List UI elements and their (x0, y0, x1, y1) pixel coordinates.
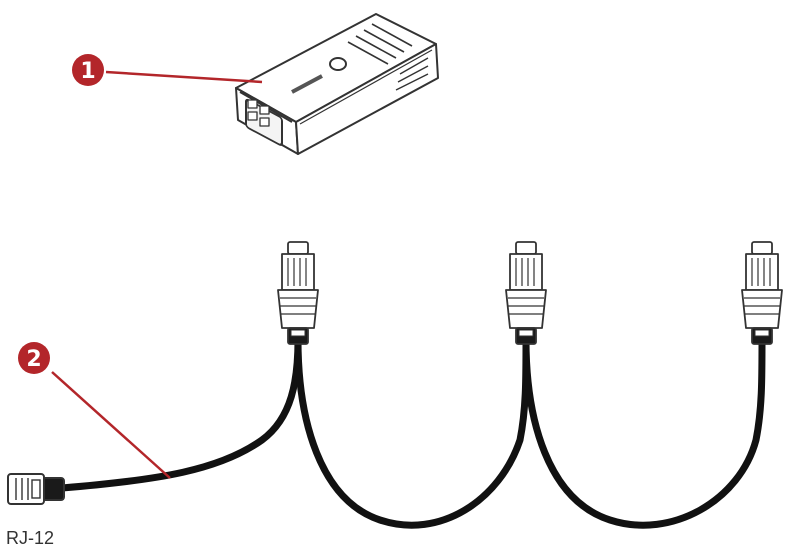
callout-badge-1 (72, 54, 104, 86)
callout-number-1: 1 (80, 59, 95, 84)
callout-number-2: 2 (26, 347, 41, 372)
sensor-module-icon (235, 13, 439, 155)
callout-1: 1 (72, 54, 263, 86)
callout-badge-2 (18, 342, 50, 374)
leader-line-2 (51, 371, 171, 479)
rj45-plug-icon (277, 241, 319, 345)
daisy-chain-cable (58, 336, 766, 529)
rj12-connector-icon (7, 473, 65, 505)
leader-line-1 (105, 70, 263, 84)
rj45-plug-icon (741, 241, 783, 345)
callout-2: 2 (18, 342, 171, 479)
connector-caption: RJ-12 (6, 528, 55, 548)
rj45-plug-icon (505, 241, 547, 345)
